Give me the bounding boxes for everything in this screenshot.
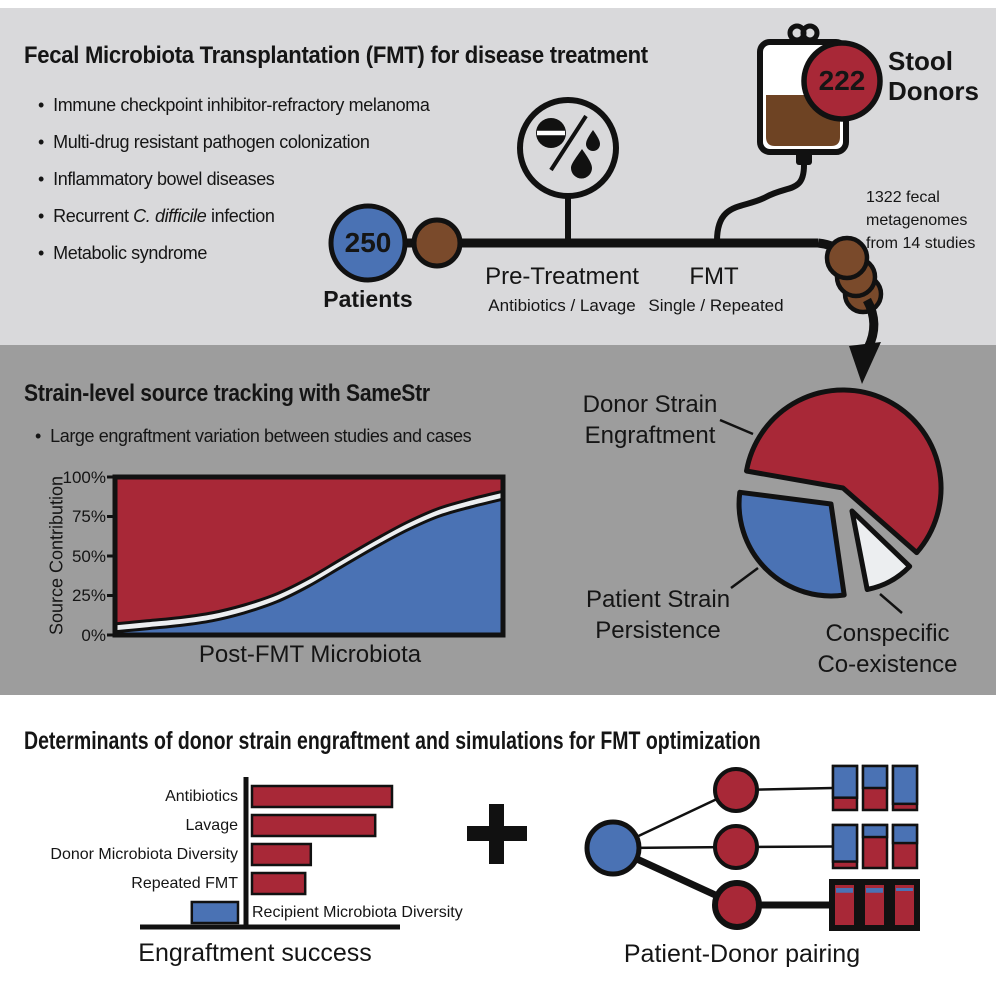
conspecific-label-line xyxy=(879,593,903,614)
area-ytick-50: 50% xyxy=(71,547,106,566)
fmt-label: FMT xyxy=(689,263,739,290)
bullet-cdiff: Recurrent C. difficile infection xyxy=(38,206,275,227)
patient-label-line xyxy=(730,566,759,590)
area-ytick-75: 75% xyxy=(71,507,106,526)
fmt-sub: Single / Repeated xyxy=(648,296,784,315)
bar-legend-recipient-diversity: Recipient Microbiota Diversity xyxy=(252,904,463,921)
donors-count-circle xyxy=(801,40,883,122)
donors-label: Stool Donors xyxy=(888,46,979,106)
area-ytick-25: 25% xyxy=(71,586,106,605)
source-contribution-area-chart xyxy=(107,474,506,638)
patients-count-circle xyxy=(328,203,408,283)
bar-cat-repeated-fmt: Repeated FMT xyxy=(131,875,238,892)
pretreatment-label: Pre-Treatment xyxy=(485,263,639,290)
patient-stool-sample-circle xyxy=(411,217,463,269)
pie-label-conspecific: Conspecific Co-existence xyxy=(817,620,958,678)
stool-sample-circles-icon xyxy=(824,235,884,315)
metagenomes-note: 1322 fecal metagenomes from 14 studies xyxy=(866,189,976,252)
engraftment-success-bar-chart xyxy=(140,777,400,930)
donors-count: 222 xyxy=(818,65,866,96)
middle-panel-title: Strain-level source tracking with SameSt… xyxy=(24,380,430,407)
area-xlabel: Post-FMT Microbiota xyxy=(198,641,422,668)
curved-arrow-down-icon xyxy=(849,297,881,384)
bullet-metabolic: Metabolic syndrome xyxy=(38,243,207,264)
plus-icon xyxy=(467,804,527,864)
pill-and-lavage-drops-icon xyxy=(517,97,619,199)
middle-panel-bullet: Large engraftment variation between stud… xyxy=(35,426,471,447)
bullet-mdr-pathogen: Multi-drug resistant pathogen colonizati… xyxy=(38,132,370,153)
donor-label-line xyxy=(719,418,754,436)
area-ytick-0: 0% xyxy=(81,626,106,645)
top-panel-title: Fecal Microbiota Transplantation (FMT) f… xyxy=(24,42,648,69)
bullet-melanoma: Immune checkpoint inhibitor-refractory m… xyxy=(38,95,430,116)
strain-source-pie-chart xyxy=(736,387,944,599)
area-ytick-100: 100% xyxy=(62,468,106,487)
pie-label-donor: Donor Strain Engraftment xyxy=(582,391,718,449)
bar-xlabel: Engraftment success xyxy=(138,939,372,967)
bar-cat-antibiotics: Antibiotics xyxy=(165,788,238,805)
bullet-ibd: Inflammatory bowel diseases xyxy=(38,169,275,190)
bar-cat-donor-diversity: Donor Microbiota Diversity xyxy=(50,846,238,863)
patient-donor-pairing-diagram xyxy=(584,764,920,931)
bottom-panel-title: Determinants of donor strain engraftment… xyxy=(24,727,761,755)
patients-label: Patients xyxy=(323,286,413,312)
pie-label-patient: Patient Strain Persistence xyxy=(585,586,731,644)
bar-cat-lavage: Lavage xyxy=(185,817,239,834)
patients-count: 250 xyxy=(344,227,392,258)
pretreatment-sub: Antibiotics / Lavage xyxy=(488,296,636,315)
pairing-title: Patient-Donor pairing xyxy=(623,940,861,968)
